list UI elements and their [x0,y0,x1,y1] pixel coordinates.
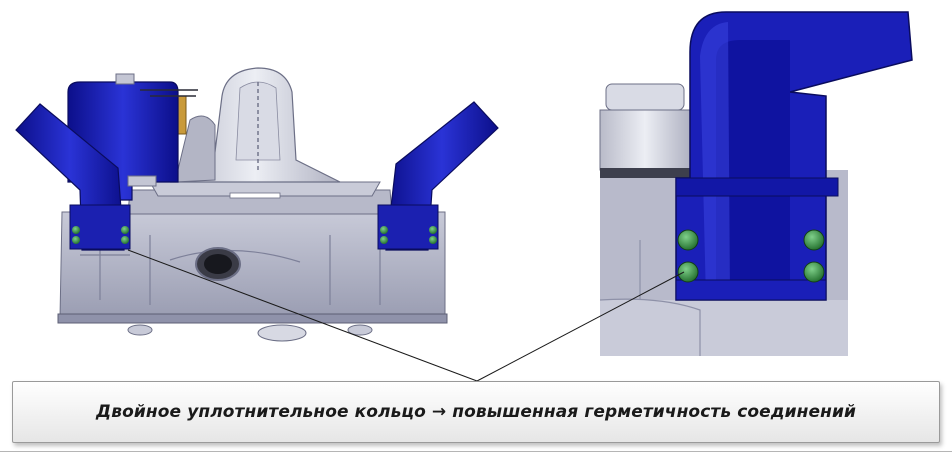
right-fitting-sleeve [377,204,439,250]
left-seal-ring-4 [121,236,129,244]
diaphragm-slot [229,192,281,199]
zoom-body-detail [599,240,701,356]
right-seal-ring-3 [429,226,437,234]
callout-line-left [127,249,478,382]
solenoid-wire [140,89,198,97]
solenoid-cap [115,73,135,85]
bolt-right [347,324,373,336]
footer-divider [0,451,952,452]
bolt-center [257,324,307,342]
reducer-base-plate [57,313,448,324]
right-seal-ring-1 [380,226,388,234]
zoom-fitting-flange [675,177,839,197]
callout-lines [127,249,685,382]
zoom-nut [605,83,685,111]
zoom-fitting-base [675,279,827,301]
zoomed-section-view [599,11,913,356]
zoom-seal-ring-lower-left [677,261,699,283]
zoom-body-highlight [600,300,848,356]
left-fitting-sleeve [69,204,131,250]
reducer-full-view [15,67,499,342]
zoom-gasket [600,168,696,178]
caption-box: Двойное уплотнительное кольцо → повышенн… [12,381,940,443]
solenoid-nut [127,175,157,187]
zoom-fitting-shine [700,22,730,300]
body-detail-lines [80,235,381,305]
right-seal-ring-4 [429,236,437,244]
caption-text: Двойное уплотнительное кольцо → повышенн… [96,402,856,422]
zoom-seal-ring-upper-right [803,229,825,251]
zoom-seal-ring-lower-right [803,261,825,283]
zoom-fitting-bore [716,40,790,300]
inlet-port-inner [204,254,232,274]
zoom-washer [599,109,691,171]
side-boss [174,115,216,183]
left-seal-ring-1 [72,226,80,234]
bolt-left [127,324,153,336]
left-seal-ring-3 [121,226,129,234]
left-seal-ring-2 [72,236,80,244]
callout-line-right [476,271,685,382]
zoom-seal-ring-upper-left [677,229,699,251]
right-seal-ring-2 [380,236,388,244]
